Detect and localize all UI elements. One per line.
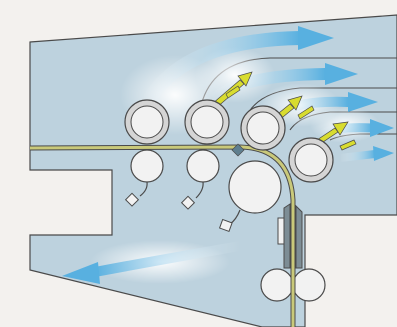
feed-roller-right [292, 268, 326, 302]
roller-2 [184, 99, 230, 145]
guide-plates [277, 203, 303, 269]
roller-4 [288, 137, 334, 183]
roller-3 [240, 105, 286, 151]
nozzle-marker [231, 143, 245, 157]
tension-weights [124, 192, 233, 233]
main-drum [228, 160, 282, 214]
roller-1 [124, 99, 170, 145]
lower-roller-1 [130, 149, 164, 183]
feed-rollers [260, 268, 326, 302]
web-strand [29, 144, 296, 327]
upper-rollers [124, 99, 334, 183]
airflow-arrow-exit [336, 146, 394, 162]
airflow-arrow-bottom [62, 241, 245, 284]
lower-rollers [130, 149, 282, 214]
feed-roller-left [260, 268, 294, 302]
airflow-arrow-upper [204, 63, 358, 111]
lower-roller-2 [186, 149, 220, 183]
